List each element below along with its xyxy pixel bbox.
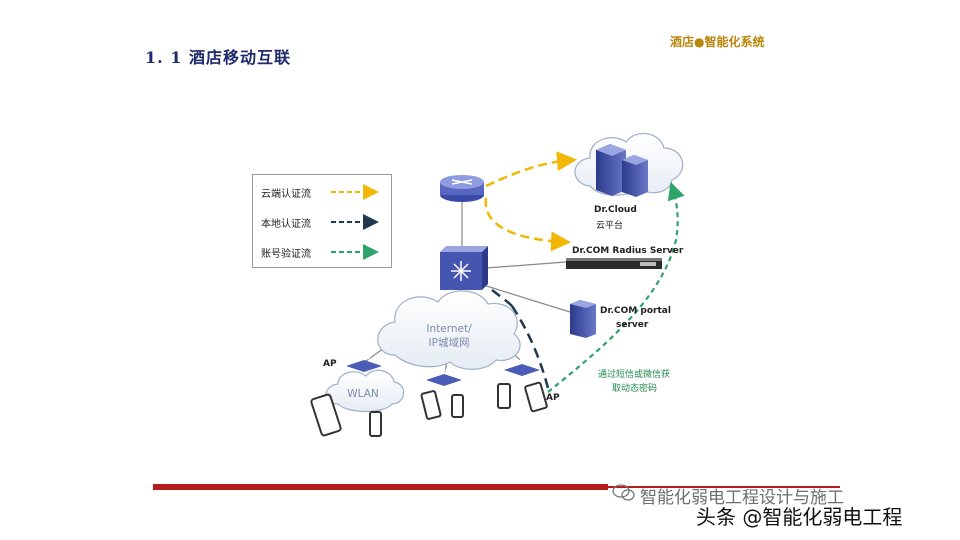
legend-label-account: 账号验证流 bbox=[261, 249, 311, 260]
radius-server-icon bbox=[566, 258, 662, 269]
internet-label-2: IP城域网 bbox=[428, 337, 470, 349]
wlan-cloud bbox=[325, 369, 405, 413]
watermark-source: 头条 @智能化弱电工程 bbox=[696, 505, 903, 529]
internet-label: Internet/ IP城域网 bbox=[416, 322, 482, 350]
router-icon bbox=[440, 175, 484, 202]
internet-label-1: Internet/ bbox=[426, 323, 472, 335]
sms-label-2: 取动态密码 bbox=[612, 384, 658, 394]
legend-swatches bbox=[331, 184, 379, 260]
ap-icon-middle bbox=[426, 369, 462, 386]
page-title: 1. 1 酒店移动互联 bbox=[145, 48, 291, 67]
internet-cloud bbox=[377, 290, 521, 370]
ap-label-left: AP bbox=[323, 359, 337, 369]
account-verify-flow bbox=[547, 181, 685, 393]
ap-icon-right bbox=[504, 359, 540, 376]
legend: 云端认证流 本地认证流 账号验证流 bbox=[252, 174, 392, 268]
core-switch-icon bbox=[440, 246, 488, 290]
wlan-label: WLAN bbox=[347, 388, 379, 400]
sms-label-1: 通过短信或微信获 bbox=[598, 370, 671, 380]
portal-server-icon bbox=[570, 300, 596, 338]
legend-label-local: 本地认证流 bbox=[261, 219, 311, 230]
phone-icon-middle bbox=[451, 394, 464, 418]
cloud-auth-flow bbox=[484, 151, 577, 252]
brand-label: 酒店●智能化系统 bbox=[670, 35, 765, 49]
cloud-server-icon bbox=[596, 144, 648, 197]
phone-icon-right-a bbox=[497, 383, 511, 409]
watermark-account: 智能化弱电工程设计与施工 bbox=[640, 488, 844, 508]
portal-server-label-1: Dr.COM portal bbox=[600, 306, 671, 316]
tablet-icon-middle bbox=[420, 390, 442, 420]
radius-server-label: Dr.COM Radius Server bbox=[572, 246, 684, 256]
cloud-platform-label: 云平台 bbox=[596, 221, 624, 231]
ap-icon-left bbox=[346, 355, 382, 372]
tablet-icon-left bbox=[310, 393, 342, 437]
footer-line bbox=[608, 486, 840, 488]
wechat-icon bbox=[612, 484, 635, 501]
portal-server-label-2: server bbox=[616, 320, 649, 330]
phone-icon-left bbox=[369, 411, 382, 437]
footer-bar bbox=[153, 484, 608, 490]
dr-cloud-label: Dr.Cloud bbox=[594, 205, 637, 215]
ap-label-right: AP bbox=[546, 393, 560, 403]
local-auth-flow bbox=[491, 289, 550, 389]
legend-label-cloud: 云端认证流 bbox=[261, 189, 311, 200]
tablet-icon-right bbox=[524, 381, 548, 413]
